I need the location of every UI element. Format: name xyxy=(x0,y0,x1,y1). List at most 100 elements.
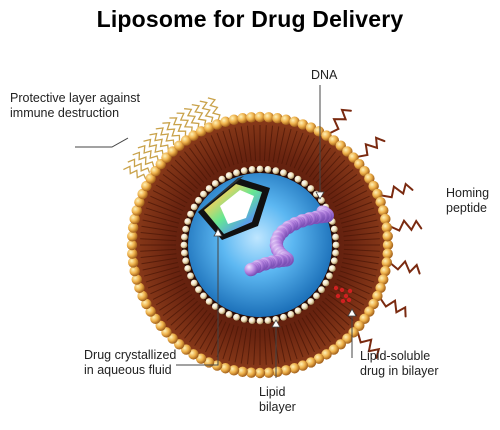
inner-head-bead xyxy=(322,279,330,287)
homing-peptide xyxy=(389,218,423,232)
lipid-tail xyxy=(330,290,361,311)
outer-head-bead xyxy=(381,257,393,268)
lipid-tail xyxy=(343,248,380,252)
lipid-tail xyxy=(140,231,177,237)
lipid-tail xyxy=(263,328,267,365)
outer-head-bead xyxy=(305,357,317,368)
lipid-soluble-drug xyxy=(333,285,353,304)
outer-head-bead xyxy=(141,180,152,192)
lipid-tail xyxy=(315,307,341,335)
inner-head-bead xyxy=(225,311,233,318)
inner-head-bead xyxy=(233,313,240,321)
homing-peptide xyxy=(357,136,386,158)
outer-head-bead xyxy=(272,366,283,378)
lipid-tail xyxy=(184,151,208,181)
outer-head-bead xyxy=(127,257,139,268)
lipid-drug-particle xyxy=(347,288,353,294)
inner-head-bead xyxy=(240,167,248,175)
inner-head-bead xyxy=(332,249,339,257)
inner-head-bead xyxy=(248,166,256,173)
outer-head-bead xyxy=(131,205,142,216)
lipid-tail xyxy=(341,213,377,224)
lipid-tail xyxy=(342,219,378,229)
inner-head-bead xyxy=(328,265,336,272)
lipid-tail xyxy=(308,312,331,343)
lipid-tail xyxy=(147,201,182,216)
lipid-tail xyxy=(222,130,235,166)
drug-crystallized-label: Drug crystallized in aqueous fluid xyxy=(84,348,177,377)
lipid-tail xyxy=(166,297,196,321)
outer-head-bead xyxy=(127,248,138,259)
lipid-tail xyxy=(268,125,274,162)
lipid-tail xyxy=(342,257,379,265)
lipid-tail xyxy=(228,128,239,164)
lipid-tail xyxy=(305,144,326,175)
lipid-tail xyxy=(281,326,292,362)
lipid-tail xyxy=(327,174,358,197)
inner-head-bead xyxy=(280,313,287,321)
inner-head-bead xyxy=(272,315,280,323)
inner-head-bead xyxy=(287,172,295,179)
lipid-drug-particle xyxy=(339,287,345,293)
lipid-tail xyxy=(216,323,231,358)
inner-head-bead xyxy=(200,292,207,300)
outer-head-bead xyxy=(246,112,257,123)
inner-head-bead xyxy=(332,233,339,241)
outer-head-bead xyxy=(145,306,156,317)
inner-head-bead xyxy=(180,241,188,249)
lipid-tail xyxy=(281,128,292,164)
inner-head-bead xyxy=(205,185,213,192)
protective-strand xyxy=(137,144,159,162)
outer-head-bead xyxy=(382,231,393,242)
outer-head-bead xyxy=(254,111,266,123)
outer-head-bead xyxy=(381,222,393,233)
lipid-tail xyxy=(322,300,350,326)
lipid-tail xyxy=(179,155,205,183)
lipid-tail xyxy=(336,278,370,295)
outer-head-bead xyxy=(321,349,332,360)
inner-head-bead xyxy=(190,279,198,287)
lipid-tail xyxy=(297,319,315,353)
outer-head-bead xyxy=(127,231,138,242)
protective-strand xyxy=(127,158,151,173)
protective-strand xyxy=(123,165,147,180)
outer-head-bead xyxy=(368,180,379,192)
lipid-tail xyxy=(189,312,212,343)
diagram-title: Liposome for Drug Delivery xyxy=(96,6,404,32)
lipid-tail xyxy=(263,125,267,162)
outer-head-bead xyxy=(313,126,325,137)
homing-peptide xyxy=(389,259,421,275)
lipid-tail xyxy=(343,231,380,237)
outer-head-bead xyxy=(220,116,231,127)
outer-head-bead xyxy=(372,290,383,302)
outer-head-bead xyxy=(129,265,140,277)
lipid-tail xyxy=(338,274,373,289)
inner-head-bead xyxy=(181,249,188,257)
lipid-tail xyxy=(194,144,215,175)
lipid-tail xyxy=(301,140,321,173)
inner-head-bead xyxy=(211,180,219,187)
lipid-tail xyxy=(293,135,310,169)
lipid-tail xyxy=(152,190,186,208)
homing-peptide xyxy=(381,182,414,199)
outer-head-bead xyxy=(137,290,148,302)
inner-head-bead xyxy=(256,165,264,173)
protective-strand xyxy=(199,100,214,123)
lipid-tail xyxy=(285,130,298,166)
lipid-tails xyxy=(140,125,380,365)
inner-head-bead xyxy=(256,317,264,325)
outer-head-bead xyxy=(380,265,391,277)
outer-head-bead xyxy=(137,188,148,200)
outer-head-bead xyxy=(313,353,325,364)
inner-head-bead xyxy=(182,257,190,265)
outer-lipid-heads xyxy=(126,111,394,379)
outer-head-bead xyxy=(246,367,257,378)
lipid-tail xyxy=(162,174,193,197)
protective-strand xyxy=(184,108,200,129)
outer-head-bead xyxy=(372,188,383,200)
lipid-tail xyxy=(210,135,227,169)
protective-strand xyxy=(169,117,187,137)
lipid-tail xyxy=(142,219,178,229)
lipid-tail xyxy=(334,190,368,208)
outer-head-bead xyxy=(382,248,393,259)
